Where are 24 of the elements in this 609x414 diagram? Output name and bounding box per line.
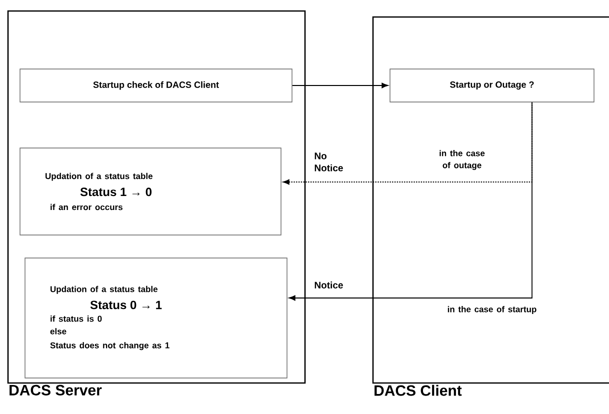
box-text: Status 0 → 1 — [90, 300, 162, 310]
box-text: Updation of a status table — [50, 286, 158, 294]
note-text: in the case of outage — [440, 150, 485, 170]
process-box — [24, 258, 288, 378]
panel-heading: DACS Server — [10, 384, 102, 396]
box-text: else — [50, 328, 66, 334]
arrow — [288, 102, 532, 301]
process-box — [20, 148, 282, 236]
box-text: Startup or Outage ? — [450, 81, 534, 90]
box-text: if status is 0 — [50, 316, 102, 322]
box-text: Status 1 → 0 — [80, 188, 152, 196]
box-text: Status does not change as 1 — [50, 342, 170, 350]
edge-label: Notice — [314, 282, 343, 288]
arrow — [292, 82, 388, 88]
edge-label: No Notice — [314, 152, 343, 172]
panel — [7, 10, 306, 396]
note-text: in the case of startup — [448, 306, 536, 314]
process-box — [390, 68, 594, 102]
box-text: Updation of a status table — [46, 172, 152, 181]
box-text: Startup check of DACS Client — [93, 81, 219, 90]
panel — [372, 16, 609, 396]
panel-heading: DACS Client — [374, 384, 462, 396]
process-box — [20, 68, 292, 102]
box-text: if an error occurs — [50, 204, 122, 210]
